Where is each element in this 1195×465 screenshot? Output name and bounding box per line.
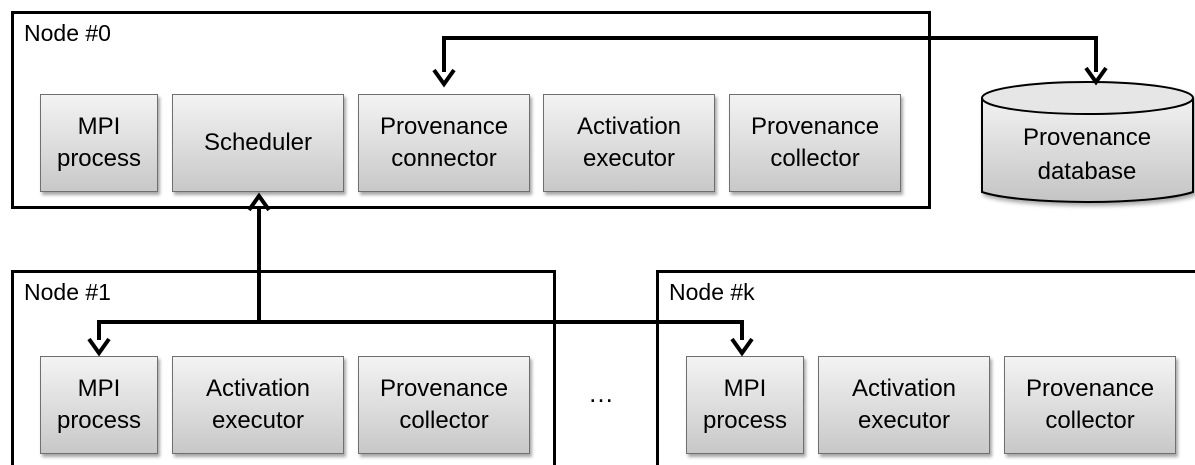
arrowhead-to-node-k-mpi <box>730 337 754 357</box>
node-1-mpi-process: MPI process <box>40 356 158 454</box>
database-label-line1: Provenance <box>1023 124 1151 151</box>
database-label-line2: database <box>1038 158 1137 185</box>
worker-bus-link <box>97 320 744 340</box>
arrowhead-to-connector <box>432 68 456 88</box>
node-1-provenance-collector: Provenance collector <box>358 356 530 454</box>
node-k-provenance-collector: Provenance collector <box>1004 356 1176 454</box>
arrowhead-to-scheduler <box>247 192 271 212</box>
node-0-label: Node #0 <box>24 20 111 46</box>
node-0-provenance-collector: Provenance collector <box>729 94 901 192</box>
node-1-label: Node #1 <box>24 279 111 305</box>
node-0-scheduler: Scheduler <box>172 94 344 192</box>
arrowhead-to-database <box>1084 66 1108 86</box>
node-0-mpi-process: MPI process <box>40 94 158 192</box>
arrowhead-to-node-1-mpi <box>87 337 111 357</box>
connector-database-link <box>442 36 1098 72</box>
node-0-provenance-connector: Provenance connector <box>358 94 530 192</box>
node-k-mpi-process: MPI process <box>686 356 804 454</box>
node-k-label: Node #k <box>669 279 755 305</box>
provenance-database-cylinder <box>981 81 1194 203</box>
node-k-activation-executor: Activation executor <box>818 356 990 454</box>
node-1-activation-executor: Activation executor <box>172 356 344 454</box>
node-0-activation-executor: Activation executor <box>543 94 715 192</box>
more-nodes-ellipsis: … <box>588 378 616 408</box>
